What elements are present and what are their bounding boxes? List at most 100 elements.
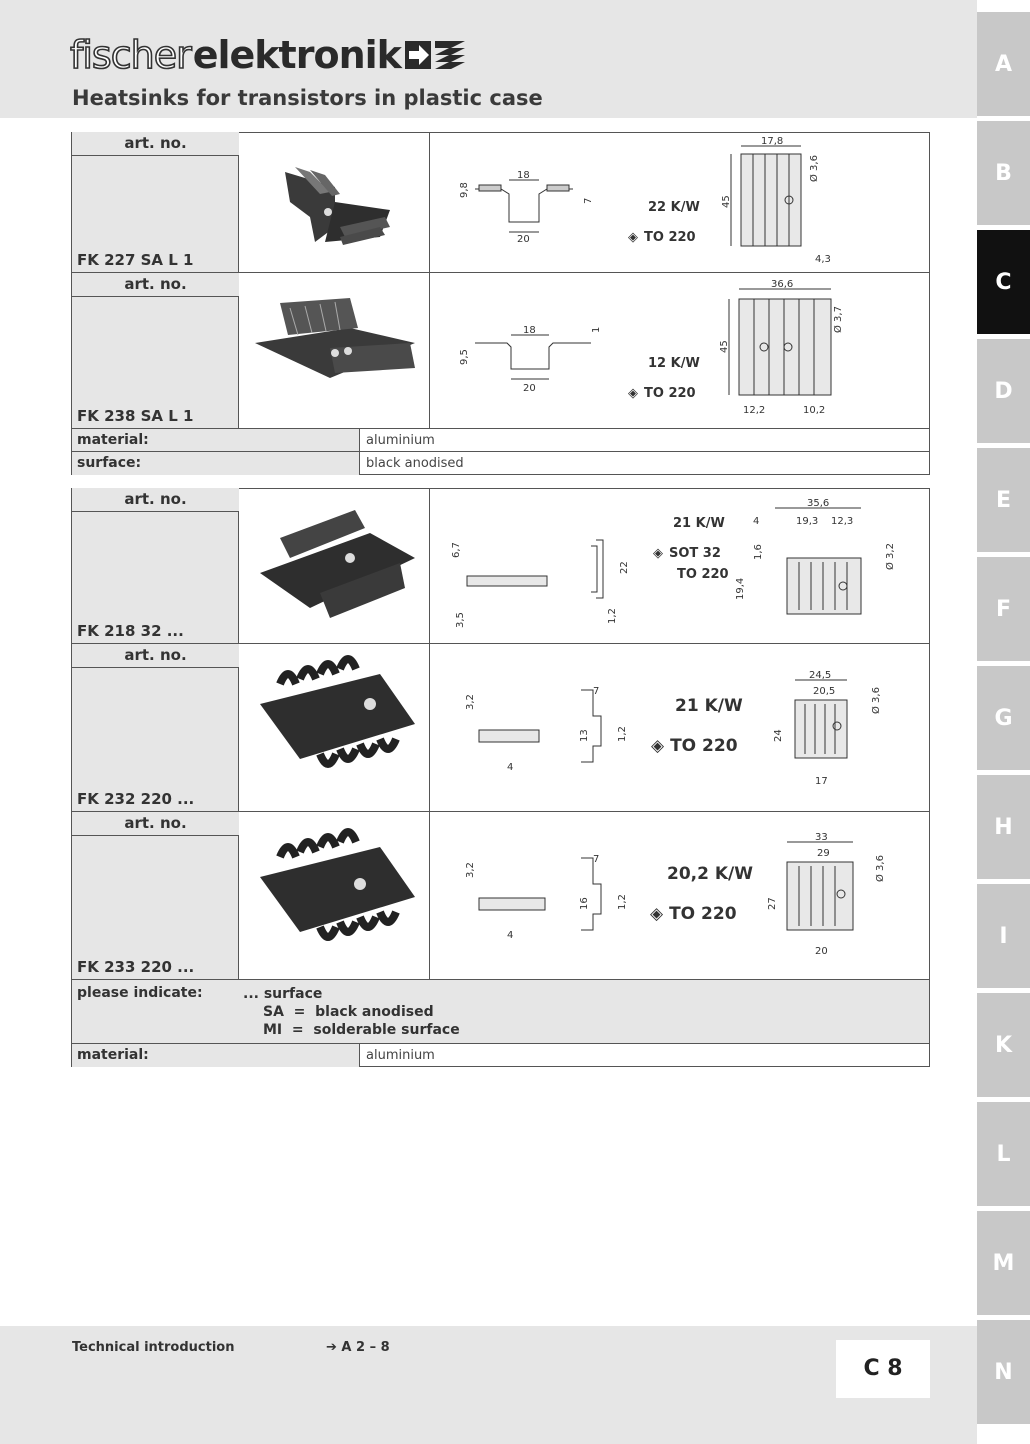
- tab-b[interactable]: B: [977, 121, 1030, 225]
- product-row: art. no. FK 233 220 ...: [72, 811, 929, 979]
- spec-row-material: material: aluminium: [72, 428, 929, 452]
- product-row: art. no. FK 218 32 ...: [72, 488, 929, 643]
- ordering-note-options: ... surface SA = black anodised MI = sol…: [243, 986, 460, 1038]
- heatsink-photo-icon: [260, 510, 415, 618]
- svg-text:1,2: 1,2: [617, 894, 628, 910]
- dimension-drawing: 18 20 9,8 7 17,8 45 Ø 3,6 4,3: [459, 136, 831, 265]
- package-icon: ◈: [650, 904, 664, 924]
- logo-arrow-icon: [404, 41, 465, 69]
- package-type: ◈SOT 32: [653, 546, 721, 561]
- svg-text:4,3: 4,3: [815, 254, 831, 265]
- tab-d[interactable]: D: [977, 339, 1030, 443]
- package-icon: ◈: [628, 386, 638, 401]
- product-row: art. no. FK 238 SA L 1: [72, 272, 929, 428]
- heatsink-photo-icon: [255, 298, 415, 378]
- tab-a[interactable]: A: [977, 12, 1030, 116]
- product-photo: [240, 644, 430, 811]
- art-no-cell: art. no. FK 238 SA L 1: [72, 273, 239, 428]
- heatsink-photo-icon: [260, 828, 415, 941]
- svg-text:20: 20: [517, 234, 530, 245]
- technical-drawing: 6,7 3,5 22 1,2 35,6 4 19,3 12,3 1,6 Ø 3,…: [431, 488, 929, 643]
- art-no: FK 218 32 ...: [77, 622, 184, 640]
- technical-drawing: 3,2 4 7 13 1,2 24,5 20,5 Ø 3,6 24 17 21 …: [431, 644, 929, 811]
- package-icon: ◈: [653, 546, 663, 561]
- spec-row-surface: surface: black anodised: [72, 451, 929, 475]
- thermal-resistance: 12 K/W: [648, 356, 700, 371]
- svg-text:Ø 3,2: Ø 3,2: [884, 543, 896, 570]
- footer-link[interactable]: ➔ A 2 – 8: [326, 1340, 390, 1355]
- tab-c[interactable]: C: [977, 230, 1030, 334]
- svg-text:Ø 3,6: Ø 3,6: [870, 687, 882, 714]
- svg-text:29: 29: [817, 848, 830, 859]
- art-no-heading: art. no.: [72, 132, 239, 156]
- tab-i[interactable]: I: [977, 884, 1030, 988]
- art-no-heading: art. no.: [72, 644, 239, 668]
- ordering-note-label: please indicate:: [77, 985, 203, 1001]
- svg-text:3,2: 3,2: [465, 694, 476, 710]
- svg-text:27: 27: [767, 897, 778, 910]
- svg-text:7: 7: [593, 854, 599, 865]
- package-type: ◈TO 220: [628, 230, 696, 245]
- technical-drawing: 18 20 9,5 1 36,6 45 Ø 3,7 12,2 10,2 12 K…: [431, 273, 929, 428]
- svg-text:4: 4: [507, 762, 513, 773]
- svg-text:24: 24: [773, 729, 784, 742]
- svg-text:4: 4: [507, 930, 513, 941]
- svg-text:13: 13: [579, 729, 590, 742]
- svg-text:45: 45: [721, 195, 732, 208]
- art-no-cell: art. no. FK 218 32 ...: [72, 488, 239, 643]
- svg-text:22: 22: [619, 561, 630, 574]
- art-no-heading: art. no.: [72, 488, 239, 512]
- svg-text:19,4: 19,4: [735, 578, 746, 600]
- svg-text:12,3: 12,3: [831, 516, 853, 527]
- tab-e[interactable]: E: [977, 448, 1030, 552]
- svg-text:18: 18: [517, 170, 530, 181]
- product-photo: [240, 132, 430, 272]
- tab-l[interactable]: L: [977, 1102, 1030, 1206]
- svg-text:4: 4: [753, 516, 759, 527]
- svg-text:3,5: 3,5: [455, 612, 466, 628]
- technical-drawing: 3,2 4 7 16 1,2 33 29 Ø 3,6 27 20 20,2 K/…: [431, 812, 929, 979]
- svg-text:19,3: 19,3: [796, 516, 818, 527]
- product-photo: [240, 273, 430, 428]
- tab-f[interactable]: F: [977, 557, 1030, 661]
- svg-text:24,5: 24,5: [809, 670, 831, 681]
- product-photo: [240, 488, 430, 643]
- thermal-resistance: 21 K/W: [673, 516, 725, 531]
- thermal-resistance: 20,2 K/W: [667, 864, 753, 884]
- page-subtitle: Heatsinks for transistors in plastic cas…: [72, 86, 543, 110]
- tab-h[interactable]: H: [977, 775, 1030, 879]
- svg-text:20: 20: [523, 383, 536, 394]
- footer-label: Technical introduction: [72, 1340, 235, 1355]
- svg-text:20,5: 20,5: [813, 686, 835, 697]
- svg-text:7: 7: [583, 198, 594, 204]
- tab-m[interactable]: M: [977, 1211, 1030, 1315]
- product-row: art. no. FK 232 220 ...: [72, 643, 929, 811]
- dimension-drawing: 3,2 4 7 16 1,2 33 29 Ø 3,6 27 20: [465, 832, 886, 957]
- art-no: FK 227 SA L 1: [77, 251, 194, 269]
- svg-text:10,2: 10,2: [803, 405, 825, 416]
- dimension-drawing: 3,2 4 7 13 1,2 24,5 20,5 Ø 3,6 24 17: [465, 670, 882, 787]
- thermal-resistance: 21 K/W: [675, 696, 743, 716]
- svg-text:12,2: 12,2: [743, 405, 765, 416]
- svg-text:Ø 3,6: Ø 3,6: [874, 855, 886, 882]
- art-no-cell: art. no. FK 233 220 ...: [72, 812, 239, 979]
- svg-text:18: 18: [523, 325, 536, 336]
- svg-text:33: 33: [815, 832, 828, 843]
- spec-row-material: material: aluminium: [72, 1043, 929, 1067]
- tab-g[interactable]: G: [977, 666, 1030, 770]
- tab-n[interactable]: N: [977, 1320, 1030, 1424]
- svg-text:3,2: 3,2: [465, 862, 476, 878]
- svg-text:36,6: 36,6: [771, 279, 793, 290]
- package-icon: ◈: [628, 230, 638, 245]
- section-index: A B C D E F G H I K L M N: [977, 0, 1030, 1444]
- svg-text:6,7: 6,7: [451, 542, 462, 558]
- page-number: C 8: [836, 1340, 930, 1398]
- ordering-note: please indicate: ... surface SA = black …: [72, 979, 929, 1043]
- tab-k[interactable]: K: [977, 993, 1030, 1097]
- thermal-resistance: 22 K/W: [648, 200, 700, 215]
- package-icon: ◈: [651, 736, 665, 756]
- dimension-drawing: 6,7 3,5 22 1,2 35,6 4 19,3 12,3 1,6 Ø 3,…: [451, 498, 896, 628]
- art-no-heading: art. no.: [72, 273, 239, 297]
